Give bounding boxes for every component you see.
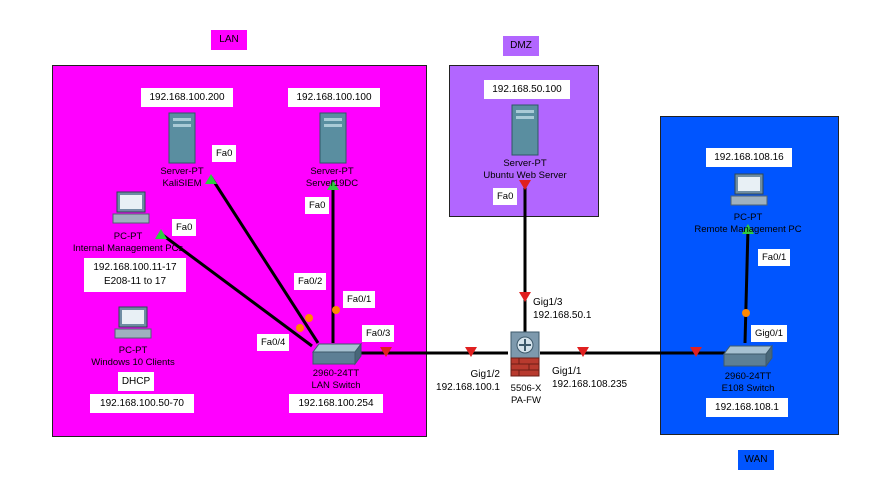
lan-switch-icon[interactable] (311, 342, 363, 366)
web-port: Fa0 (493, 188, 518, 205)
wan-zone (660, 116, 839, 435)
link-status-dot (332, 306, 340, 314)
fw-gig13-port: Gig1/3 (533, 297, 563, 308)
link-arrow-down (380, 347, 392, 357)
link-arrow-down (519, 292, 531, 302)
mgmt-pc-icon[interactable] (111, 190, 151, 226)
remote-pc-icon[interactable] (729, 172, 769, 208)
win-clients-range: 192.168.100.50-70 (90, 394, 194, 413)
link-arrow-down (577, 347, 589, 357)
kali-type: Server-PT (160, 166, 204, 177)
firewall-icon[interactable] (509, 330, 543, 378)
win-clients-type: PC-PT (118, 345, 148, 356)
wan-zone-label: WAN (738, 450, 774, 470)
mgmt-pc-ip-range: 192.168.100.11-17 (93, 262, 177, 273)
link-arrow-up (205, 174, 217, 184)
fw-gig12-port: Gig1/2 (470, 369, 500, 380)
mgmt-pc-type: PC-PT (113, 231, 143, 242)
lan-switch-ip: 192.168.100.254 (289, 394, 383, 413)
mgmt-pc-port: Fa0 (172, 219, 197, 236)
win-clients-dhcp: DHCP (118, 372, 154, 391)
fw-gig11-ip: 192.168.108.235 (552, 379, 628, 390)
fw-gig11-port: Gig1/1 (552, 366, 582, 377)
link-mgmt-lanswitch (159, 231, 313, 348)
fw-model: 5506-X (510, 383, 542, 394)
fw-gig12-ip: 192.168.100.1 (436, 382, 500, 393)
kali-port: Fa0 (212, 145, 237, 162)
remote-pc-ip: 192.168.108.16 (706, 148, 792, 167)
fw-gig13: Gig1/3 192.168.50.1 (531, 293, 603, 325)
mgmt-pc-name: Internal Management PCs (72, 243, 184, 254)
dmz-zone-label: DMZ (503, 36, 539, 56)
mgmt-pc-note: E208-11 to 17 (103, 276, 167, 287)
mgmt-pc-ip: 192.168.100.11-17 E208-11 to 17 (84, 258, 186, 292)
link-arrow-down (519, 180, 531, 190)
e108-port: Gig0/1 (751, 325, 787, 342)
link-kali-lanswitch (209, 176, 320, 344)
e108-name: E108 Switch (721, 383, 775, 394)
kali-server-icon[interactable] (168, 112, 196, 164)
remote-pc-type: PC-PT (733, 212, 763, 223)
link-arrow-up (327, 180, 339, 190)
lan-switch-name: LAN Switch (311, 380, 361, 391)
link-status-dot (305, 314, 313, 322)
lan-switch-port-fa03: Fa0/3 (362, 325, 395, 342)
win-clients-pc-icon[interactable] (113, 305, 153, 341)
dc-name: Server19DC (305, 178, 359, 189)
web-name: Ubuntu Web Server (483, 170, 567, 181)
win-clients-name: Windows 10 Clients (91, 357, 175, 368)
lan-switch-port-fa01: Fa0/1 (343, 291, 376, 308)
e108-model: 2960-24TT (724, 371, 772, 382)
lan-switch-port-fa04: Fa0/4 (257, 334, 290, 351)
remote-pc-name: Remote Management PC (694, 224, 802, 235)
web-type: Server-PT (503, 158, 547, 169)
web-server-icon[interactable] (511, 104, 539, 156)
link-arrow-up (742, 224, 754, 234)
link-arrow-down (465, 347, 477, 357)
link-arrow-up (155, 229, 167, 239)
fw-gig13-ip: 192.168.50.1 (533, 310, 592, 321)
link-arrow-down (690, 347, 702, 357)
lan-zone-label: LAN (211, 30, 247, 50)
lan-switch-port-fa02: Fa0/2 (294, 273, 327, 290)
fw-gig11: Gig1/1 192.168.108.235 (550, 362, 640, 394)
remote-pc-port: Fa0/1 (758, 249, 791, 266)
dc-type: Server-PT (310, 166, 354, 177)
kali-name: KaliSIEM (162, 178, 202, 189)
fw-gig12: Gig1/2 192.168.100.1 (430, 365, 506, 397)
kali-ip: 192.168.100.200 (141, 88, 233, 107)
dc-port: Fa0 (305, 197, 330, 214)
dc-ip: 192.168.100.100 (288, 88, 380, 107)
link-remotepc-e108 (743, 227, 750, 344)
lan-zone (52, 65, 427, 437)
link-status-dot (742, 309, 750, 317)
dc-server-icon[interactable] (319, 112, 347, 164)
web-ip: 192.168.50.100 (484, 80, 570, 99)
lan-switch-model: 2960-24TT (312, 368, 360, 379)
e108-ip: 192.168.108.1 (706, 398, 788, 417)
fw-name: PA-FW (511, 395, 541, 406)
link-status-dot (296, 324, 304, 332)
e108-switch-icon[interactable] (722, 344, 774, 368)
